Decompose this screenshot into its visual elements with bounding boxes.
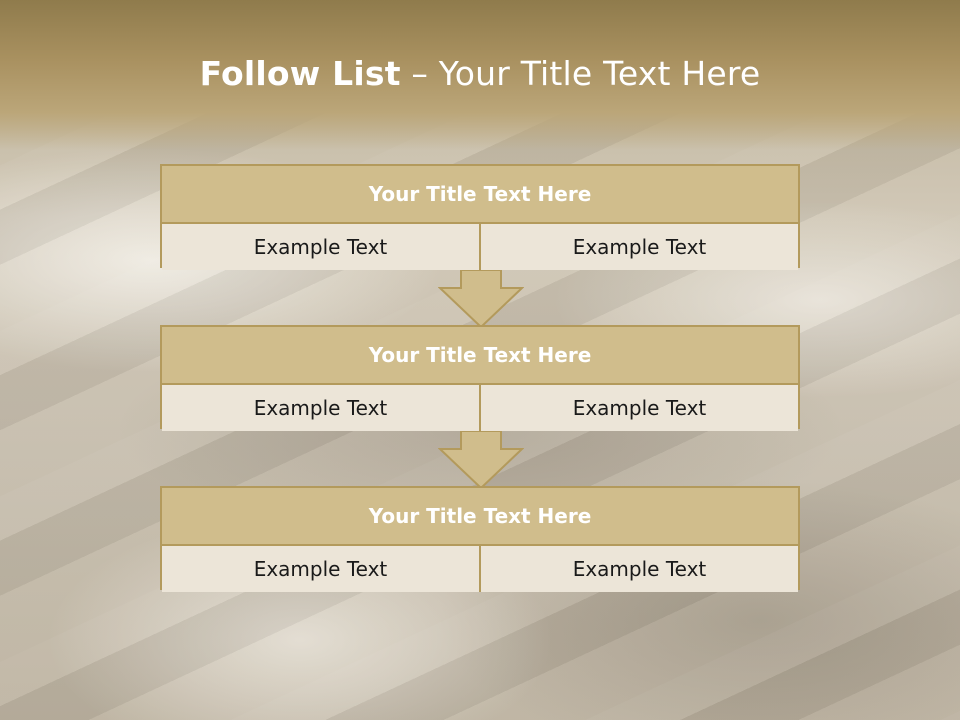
- step-block-cell-right: Example Text: [479, 546, 798, 592]
- step-block-2: Your Title Text Here Example Text Exampl…: [160, 325, 800, 431]
- step-block-row: Example Text Example Text: [162, 546, 798, 592]
- step-block-row: Example Text Example Text: [162, 224, 798, 270]
- step-block-cell-left: Example Text: [162, 385, 479, 431]
- step-block-cell-left: Example Text: [162, 224, 479, 270]
- slide-title-bold: Follow List: [199, 54, 401, 93]
- step-block-1: Your Title Text Here Example Text Exampl…: [160, 164, 800, 270]
- step-block-row: Example Text Example Text: [162, 385, 798, 431]
- slide-title: Follow List – Your Title Text Here: [0, 54, 960, 93]
- step-block-cell-right: Example Text: [479, 385, 798, 431]
- step-block-title: Your Title Text Here: [162, 488, 798, 546]
- down-arrow-icon: [438, 270, 524, 328]
- step-block-title: Your Title Text Here: [162, 327, 798, 385]
- step-block-title: Your Title Text Here: [162, 166, 798, 224]
- step-block-3: Your Title Text Here Example Text Exampl…: [160, 486, 800, 592]
- step-block-cell-left: Example Text: [162, 546, 479, 592]
- title-band: [0, 0, 960, 150]
- down-arrow-icon: [438, 431, 524, 489]
- slide-title-rest: – Your Title Text Here: [400, 54, 761, 93]
- step-block-cell-right: Example Text: [479, 224, 798, 270]
